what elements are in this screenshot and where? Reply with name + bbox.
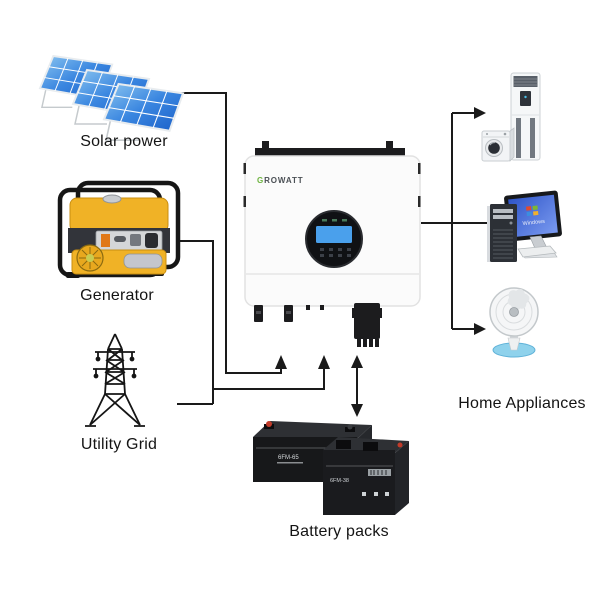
generator-label: Generator bbox=[80, 287, 154, 304]
solar-arrowhead-icon bbox=[275, 355, 287, 369]
generator-icon bbox=[57, 180, 181, 278]
inverter-connectors bbox=[254, 303, 382, 347]
inverter-unit bbox=[243, 141, 421, 347]
growatt-logo-rest: ROWATT bbox=[264, 176, 304, 185]
home-appliances-label: Home Appliances bbox=[458, 395, 586, 412]
monitor-screen-text: Windows bbox=[522, 219, 545, 227]
battery-small-model: 6FM-38 bbox=[330, 478, 349, 484]
solar-power-label: Solar power bbox=[80, 133, 168, 150]
solar-to-inverter-line bbox=[155, 92, 282, 374]
inverter-to-appliances-line bbox=[421, 112, 489, 330]
solar-panels-icon bbox=[39, 55, 185, 142]
growatt-logo: GROWATT bbox=[257, 176, 304, 185]
inverter-display bbox=[305, 210, 363, 268]
battery-packs-label: Battery packs bbox=[289, 523, 389, 540]
monitor: Windows bbox=[504, 190, 562, 242]
growatt-logo-initial: G bbox=[257, 176, 265, 185]
inverter-screen bbox=[316, 226, 352, 243]
appliance-arrowhead-top-icon bbox=[474, 107, 486, 119]
battery-large-model: 6FM-65 bbox=[278, 455, 299, 461]
utility-grid-label: Utility Grid bbox=[80, 436, 158, 453]
battery-arrowhead-down-icon bbox=[351, 404, 363, 417]
fan-icon bbox=[489, 287, 539, 358]
washing-machine-icon bbox=[481, 127, 515, 162]
windows-logo-icon bbox=[525, 205, 539, 217]
battery-small-icon: 6FM-38 bbox=[323, 437, 409, 515]
appliance-arrowhead-bottom-icon bbox=[474, 323, 486, 335]
inverter-battery-arrow bbox=[351, 355, 363, 417]
computer-tower bbox=[487, 204, 517, 262]
utility-tower-icon bbox=[85, 333, 145, 427]
desktop-computer-icon: Windows bbox=[487, 190, 562, 262]
battery-arrowhead-up-icon bbox=[351, 355, 363, 368]
air-conditioner-icon bbox=[510, 72, 541, 161]
generator-to-inverter-line bbox=[178, 240, 325, 404]
inverter-bracket bbox=[255, 148, 405, 158]
generator-arrowhead-icon bbox=[318, 355, 330, 369]
